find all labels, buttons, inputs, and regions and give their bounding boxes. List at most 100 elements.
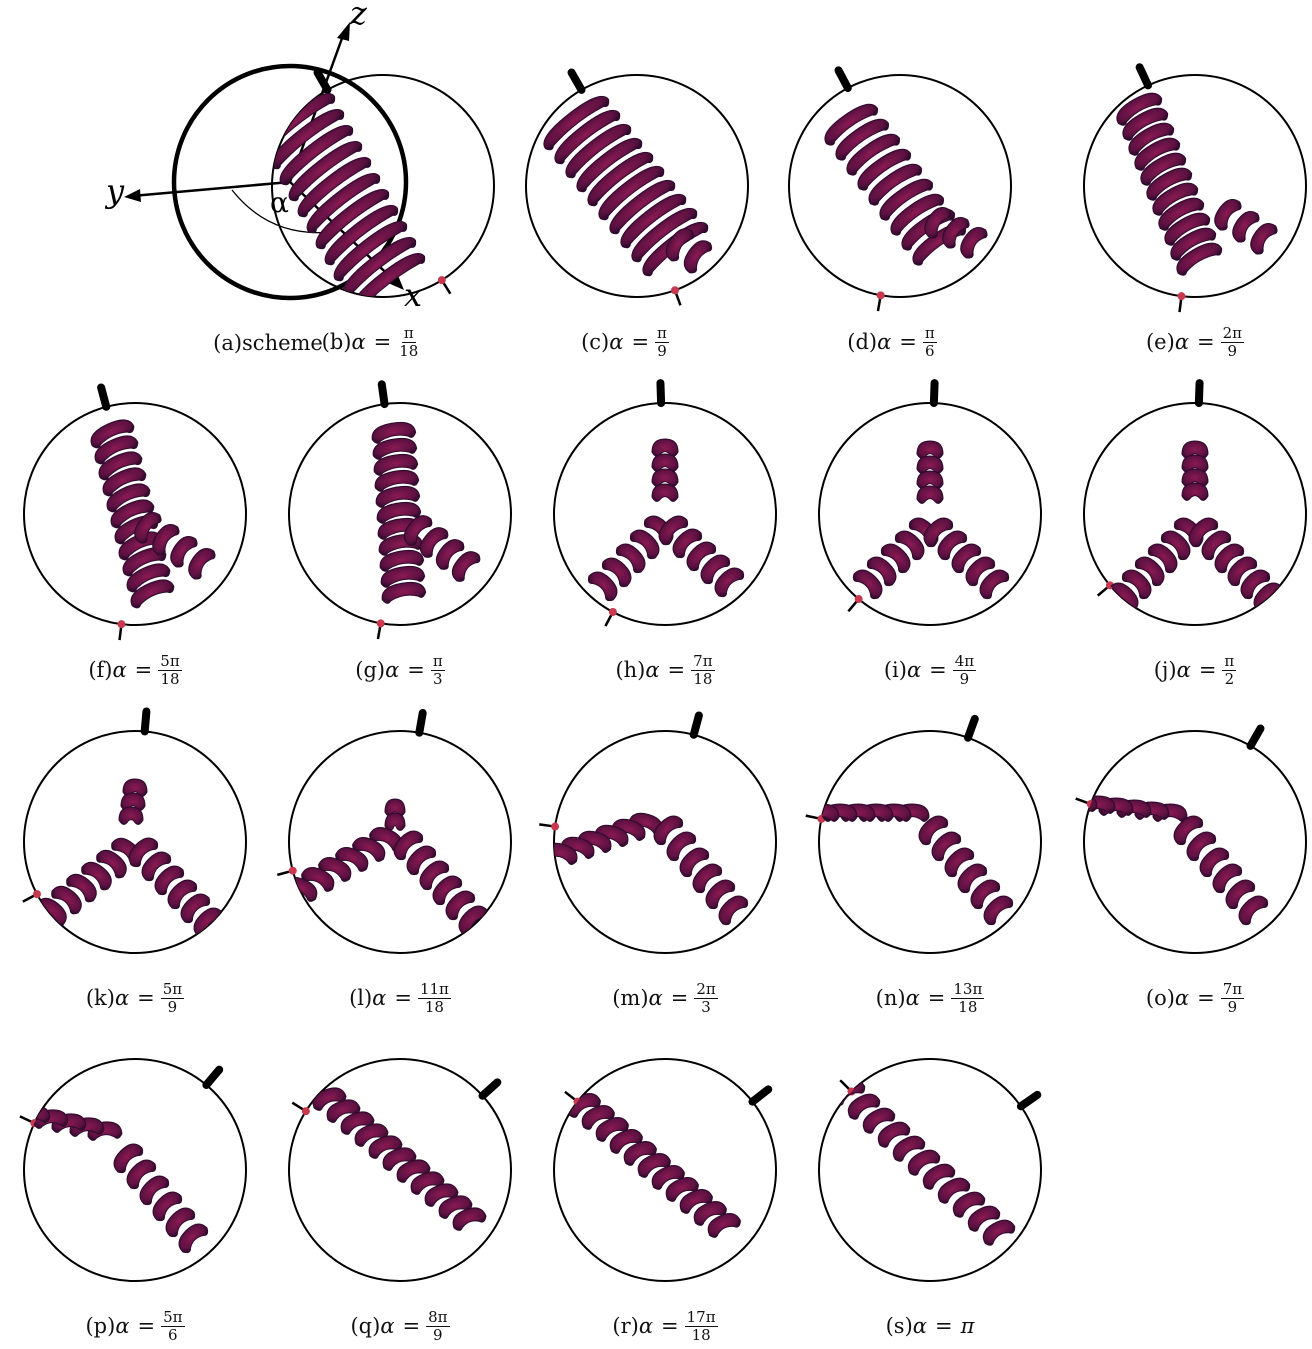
caption-prefix: (r) xyxy=(612,1314,638,1338)
panel-j xyxy=(1084,383,1306,625)
caption-equals: = xyxy=(631,330,649,354)
caption-prefix: (h) xyxy=(615,658,645,682)
panel-b xyxy=(256,73,494,316)
caption-alpha: α xyxy=(372,986,386,1010)
caption-alpha: α xyxy=(913,1314,927,1338)
electrode-marker xyxy=(419,713,422,733)
caption-q: (q)α=8π9 xyxy=(280,1308,520,1344)
caption-s: (s)α=π xyxy=(810,1308,1050,1344)
bean-chain xyxy=(851,441,1011,601)
bean-cell xyxy=(917,486,943,503)
caption-prefix: (i) xyxy=(884,658,907,682)
panel-p xyxy=(0,1059,246,1281)
fraction-numerator: 7π xyxy=(1221,982,1244,999)
caption-equals: = xyxy=(135,658,153,682)
caption-fraction: 5π18 xyxy=(158,654,181,687)
bean-cell xyxy=(385,813,405,830)
fraction-numerator: π xyxy=(402,326,416,343)
caption-equals: = xyxy=(668,658,686,682)
fraction-denominator: 18 xyxy=(158,671,181,687)
caption-alpha: α xyxy=(112,658,126,682)
caption-prefix: (n) xyxy=(876,986,906,1010)
bean-cell xyxy=(1182,483,1208,500)
fraction-numerator: 5π xyxy=(161,982,184,999)
bean-cell xyxy=(1063,794,1097,811)
bean-chain xyxy=(564,1089,742,1239)
caption-equals: = xyxy=(138,1314,156,1338)
caption-alpha: α xyxy=(380,1314,394,1338)
electrode-marker xyxy=(1251,729,1261,746)
caption-alpha: α xyxy=(1175,330,1189,354)
electrode-marker xyxy=(318,73,328,90)
caption-alpha: α xyxy=(609,330,623,354)
caption-equals: = xyxy=(899,330,917,354)
y-axis-arrowhead xyxy=(124,189,141,202)
panel-f xyxy=(24,387,246,640)
bean-chain xyxy=(370,419,482,604)
caption-fraction: 2π9 xyxy=(1221,326,1244,359)
fraction-numerator: π xyxy=(655,326,669,343)
caption-fraction: 2π3 xyxy=(694,982,717,1015)
caption-n: (n)α=13π18 xyxy=(810,980,1050,1016)
caption-alpha: α xyxy=(115,986,129,1010)
bean-chain xyxy=(805,804,1015,927)
caption-fraction: π3 xyxy=(431,654,445,687)
caption-fraction: π2 xyxy=(1222,654,1236,687)
fraction-numerator: 8π xyxy=(426,1310,449,1327)
bean-chain xyxy=(310,1084,488,1232)
caption-prefix: (b) xyxy=(322,330,352,354)
x-axis-label: x xyxy=(404,276,422,314)
caption-i: (i)α = 4π9 xyxy=(810,652,1050,688)
fraction-numerator: 2π xyxy=(1221,326,1244,343)
electrode-marker xyxy=(572,73,582,90)
caption-alpha: α xyxy=(907,658,921,682)
panel-h xyxy=(554,383,776,626)
caption-alpha: α xyxy=(649,986,663,1010)
bean-chain xyxy=(1112,87,1279,277)
y-axis-label: y xyxy=(106,172,124,210)
fraction-numerator: 2π xyxy=(694,982,717,999)
bean-chain xyxy=(829,1075,1017,1247)
caption-prefix: (j) xyxy=(1154,658,1177,682)
caption-alpha: α xyxy=(906,986,920,1010)
caption-prefix: (p) xyxy=(85,1314,115,1338)
fraction-denominator: 3 xyxy=(699,999,713,1015)
cylinder-circle xyxy=(554,403,776,625)
caption-equals: = xyxy=(935,1314,953,1338)
electrode-marker xyxy=(694,715,699,734)
fraction-numerator: π xyxy=(923,326,937,343)
bean-chain xyxy=(1107,441,1285,614)
caption-f: (f)α =5π18 xyxy=(15,652,255,688)
bean-chain xyxy=(542,810,750,927)
caption-k: (k)α=5π9 xyxy=(15,980,255,1016)
panel-d xyxy=(789,70,1011,311)
bean-chain xyxy=(819,98,989,268)
alpha-angle-label: α xyxy=(270,186,289,219)
caption-alpha: α xyxy=(1175,986,1189,1010)
caption-alpha: α xyxy=(877,330,891,354)
bean-cell xyxy=(652,484,678,501)
pin-dot xyxy=(671,286,679,294)
caption-fraction: 4π9 xyxy=(953,654,976,687)
fraction-denominator: 9 xyxy=(655,343,669,359)
fraction-denominator: 2 xyxy=(1223,671,1237,687)
bean-cell xyxy=(1081,796,1115,813)
pin-dot xyxy=(438,276,446,284)
panel-o xyxy=(1063,729,1306,953)
electrode-marker xyxy=(1021,1095,1037,1106)
caption-prefix: (k) xyxy=(86,986,115,1010)
bean-cell xyxy=(119,807,143,824)
caption-value: π xyxy=(961,1314,975,1338)
bean-chain xyxy=(537,89,713,278)
caption-prefix: (f) xyxy=(88,658,112,682)
caption-alpha: α xyxy=(115,1314,129,1338)
panel-k xyxy=(23,711,246,953)
caption-equals: = xyxy=(661,1314,679,1338)
fraction-denominator: 18 xyxy=(690,1327,713,1343)
caption-equals: = xyxy=(929,658,947,682)
fraction-denominator: 3 xyxy=(431,671,445,687)
